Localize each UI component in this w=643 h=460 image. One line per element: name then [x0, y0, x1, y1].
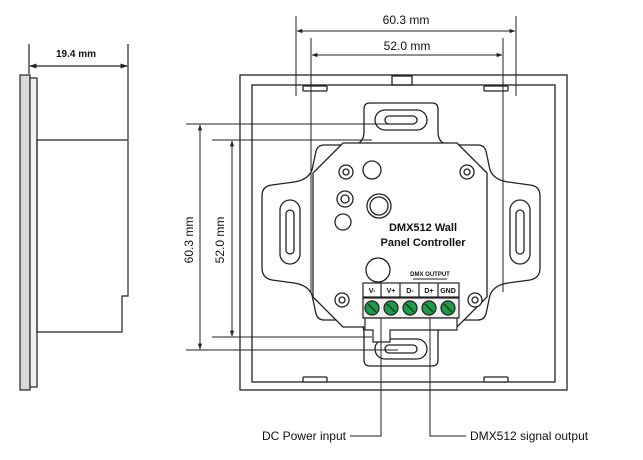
- corner-screw-top-left: [338, 164, 354, 180]
- terminal-label-d-minus: D-: [406, 288, 414, 295]
- slot-left-inner: [285, 209, 295, 255]
- terminal-label-d-plus: D+: [424, 288, 433, 295]
- corner-screw-top-right: [459, 164, 475, 180]
- signal-callout-label: DMX512 signal output: [470, 429, 589, 443]
- controller-body: [312, 142, 488, 328]
- slot-top-inner: [384, 115, 418, 125]
- slot-right-inner: [515, 209, 525, 255]
- terminal-block: [362, 282, 460, 343]
- side-view: [19, 44, 129, 391]
- controller-title-line1: DMX512 Wall: [389, 222, 457, 234]
- side-depth-label: 19.4 mm: [56, 49, 96, 60]
- controller-title-line2: Panel Controller: [381, 237, 467, 249]
- slot-bottom-inner: [384, 344, 418, 354]
- button-center-large-inner: [369, 196, 389, 216]
- panel-clip-top-left: [302, 85, 328, 92]
- box-width-label: 52.0 mm: [384, 39, 431, 53]
- corner-screw-bottom-right: [467, 292, 483, 308]
- terminal-label-v-plus: V+: [387, 288, 396, 295]
- power-callout-line: [350, 318, 382, 437]
- button-left-upper-inner: [340, 194, 350, 204]
- button-bottom-large: [365, 257, 391, 283]
- button-left-lower: [334, 213, 352, 231]
- box-height-label: 52.0 mm: [213, 217, 227, 264]
- side-box: [36, 139, 129, 333]
- terminal-label-strip: [362, 282, 460, 298]
- terminal-label-v-minus: V-: [369, 288, 376, 295]
- power-callout-label: DC Power input: [262, 429, 347, 443]
- panel-width-label: 60.3 mm: [383, 13, 430, 27]
- callout-lines: [350, 318, 466, 437]
- panel-top-notch: [391, 75, 413, 86]
- side-frame-front: [19, 74, 31, 391]
- panel-clip-bottom-right: [483, 376, 509, 383]
- side-frame-plate: [29, 77, 38, 388]
- panel-clip-bottom-left: [302, 376, 328, 383]
- terminal-tail: [364, 317, 458, 343]
- panel-height-label: 60.3 mm: [182, 217, 196, 264]
- dimension-lines: [186, 16, 517, 351]
- corner-screw-bottom-left: [334, 292, 350, 308]
- panel-clip-top-right: [483, 85, 509, 92]
- dmx-output-header: DMX OUTPUT: [410, 272, 450, 278]
- terminal-label-gnd: GND: [440, 288, 456, 295]
- button-top: [362, 160, 382, 180]
- signal-callout-line: [429, 318, 466, 437]
